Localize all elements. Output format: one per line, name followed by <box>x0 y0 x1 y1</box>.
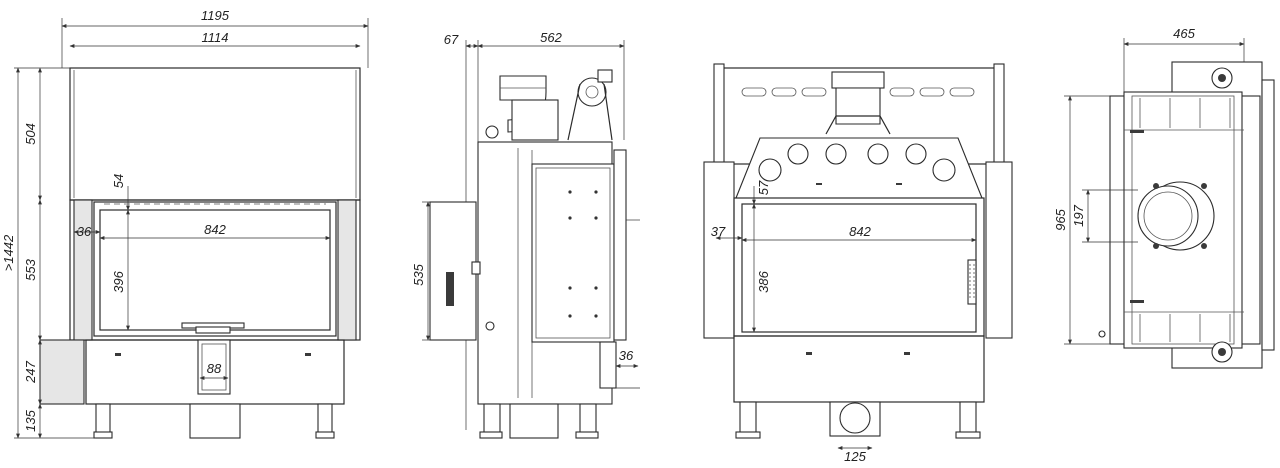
top-view: 465 965 197 <box>1053 26 1275 369</box>
dim-leg-height: 135 <box>23 409 38 431</box>
dim-variant-glass-height: 386 <box>756 270 771 292</box>
dim-glass-width: 842 <box>204 222 226 237</box>
dim-side-bottom-offset: 36 <box>619 348 634 363</box>
dim-glass-top-offset: 54 <box>111 174 126 188</box>
dim-glass-height: 396 <box>111 270 126 292</box>
dim-glass-side-offset: 36 <box>77 224 92 239</box>
dim-middle-height: 553 <box>23 258 38 280</box>
dim-variant-glass-width: 842 <box>849 224 871 239</box>
front-view: 1195 1114 >1442 504 553 247 135 54 36 84… <box>1 8 369 439</box>
dim-lower-height: 247 <box>23 360 38 383</box>
dim-upper-height: 504 <box>23 123 38 145</box>
dim-outlet-width: 88 <box>207 361 222 376</box>
dim-top-width: 465 <box>1173 26 1195 41</box>
dim-inner-width: 1114 <box>202 30 229 45</box>
dim-top-depth: 965 <box>1053 208 1068 230</box>
dim-variant-glass-side-offset: 37 <box>711 224 726 239</box>
dim-overall-width: 1195 <box>201 8 230 23</box>
side-view: 67 562 535 36 <box>411 30 640 439</box>
dim-flue-diameter: 197 <box>1071 204 1086 226</box>
dim-variant-glass-top-offset: 57 <box>756 180 771 195</box>
dim-side-offset: 67 <box>444 32 459 47</box>
dim-side-depth: 562 <box>540 30 562 45</box>
dim-side-panel-height: 535 <box>411 263 426 285</box>
dim-air-inlet-diameter: 125 <box>844 449 866 464</box>
front-variant-view: 57 37 842 386 125 <box>703 63 1013 464</box>
dim-total-height: >1442 <box>1 234 16 271</box>
